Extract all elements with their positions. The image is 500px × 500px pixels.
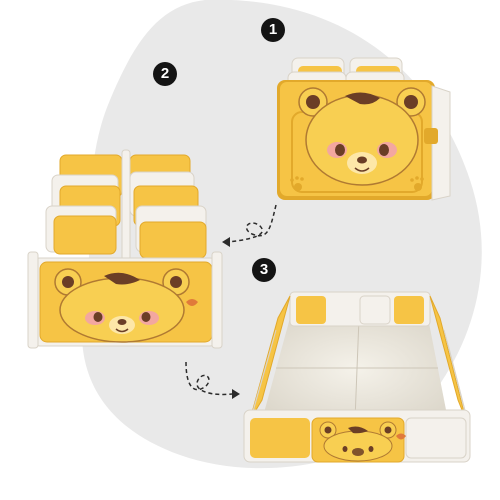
unfolding-playpen [27,149,223,349]
dashed-arrow-icon [232,389,240,399]
step-2-badge: 2 [153,62,177,86]
bear-face-icon [319,421,397,462]
bear-face-icon [298,87,426,186]
dashed-arrow-icon [227,204,277,243]
bear-face-icon [54,268,190,343]
paw-print-icon [410,176,424,191]
dashed-arrow-icon [222,237,230,247]
paw-print-icon [290,176,304,191]
step-3-badge: 3 [252,258,276,282]
assembled-playpen [243,291,471,463]
step-1-badge: 1 [261,18,285,42]
folded-playpen [277,57,451,201]
